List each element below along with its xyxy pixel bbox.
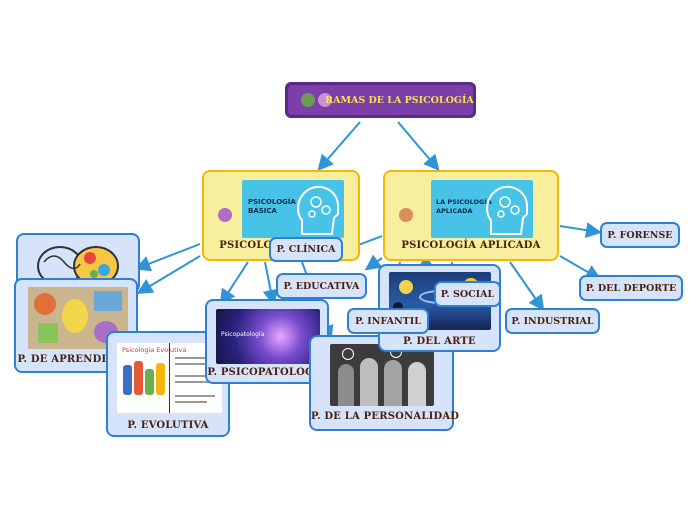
evolutiva-slide-image: Psicología Evolutiva <box>117 343 222 413</box>
educativa-label: P. EDUCATIVA <box>283 280 360 292</box>
root-title: RAMAS DE LA PSICOLOGÍA <box>325 94 474 106</box>
basic-psychology-card: PSICOLOGÍA BÁSICA <box>242 180 344 238</box>
arte-label: P. DEL ARTE <box>403 336 476 347</box>
node-forense[interactable]: P. FORENSE <box>600 222 680 248</box>
node-industrial[interactable]: P. INDUSTRIAL <box>505 308 600 334</box>
applied-label: PSICOLOGÍA APLICADA <box>401 240 541 251</box>
girl-emoji-icon <box>318 93 332 107</box>
social-label: P. SOCIAL <box>440 288 495 300</box>
root-node[interactable]: RAMAS DE LA PSICOLOGÍA <box>285 82 476 118</box>
applied-card-line2: APLICADA <box>436 207 473 215</box>
head-gears-graphic <box>297 185 339 235</box>
node-infantil[interactable]: P. INFANTIL <box>347 308 429 334</box>
evolutiva-caption: Psicología Evolutiva <box>122 346 187 354</box>
head-gears-graphic <box>486 185 528 235</box>
forense-label: P. FORENSE <box>607 229 673 241</box>
node-clinica[interactable]: P. CLÍNICA <box>269 237 343 262</box>
industrial-label: P. INDUSTRIAL <box>511 315 594 327</box>
clinica-label: P. CLÍNICA <box>276 244 336 255</box>
boy-emoji-icon <box>301 93 315 107</box>
deporte-label: P. DEL DEPORTE <box>585 282 677 294</box>
person-shrug-icon <box>218 208 232 222</box>
basic-card-line1: PSICOLOGÍA <box>248 198 296 206</box>
node-educativa[interactable]: P. EDUCATIVA <box>276 273 367 299</box>
person-pointing-icon <box>399 208 413 222</box>
node-personalidad[interactable]: P. DE LA PERSONALIDAD <box>309 335 460 431</box>
applied-card-line1: LA PSICOLOGÍA <box>436 198 492 206</box>
personalidad-label: P. DE LA PERSONALIDAD <box>311 411 460 422</box>
node-social[interactable]: P. SOCIAL <box>434 281 501 307</box>
psicopatologia-brain-image: Psicopatología <box>216 309 320 364</box>
psicopatologia-label: P. PSICOPATOLOGÍA <box>207 367 327 378</box>
psicopatologia-caption: Psicopatología <box>221 331 265 338</box>
node-deporte[interactable]: P. DEL DEPORTE <box>579 275 683 301</box>
node-psicologia-aplicada[interactable]: LA PSICOLOGÍA APLICADA PSICOLOGÍA APLICA… <box>383 170 559 261</box>
personalidad-people-image <box>330 344 434 406</box>
evolutiva-label: P. EVOLUTIVA <box>127 420 209 431</box>
basic-card-line2: BÁSICA <box>248 207 277 215</box>
node-evolutiva[interactable]: Psicología Evolutiva P. EVOLUTIVA <box>106 331 230 437</box>
infantil-label: P. INFANTIL <box>355 315 421 327</box>
aprendizaje-label: P. DE APRENDIZAJE <box>17 354 135 365</box>
applied-psychology-card: LA PSICOLOGÍA APLICADA <box>431 180 533 238</box>
